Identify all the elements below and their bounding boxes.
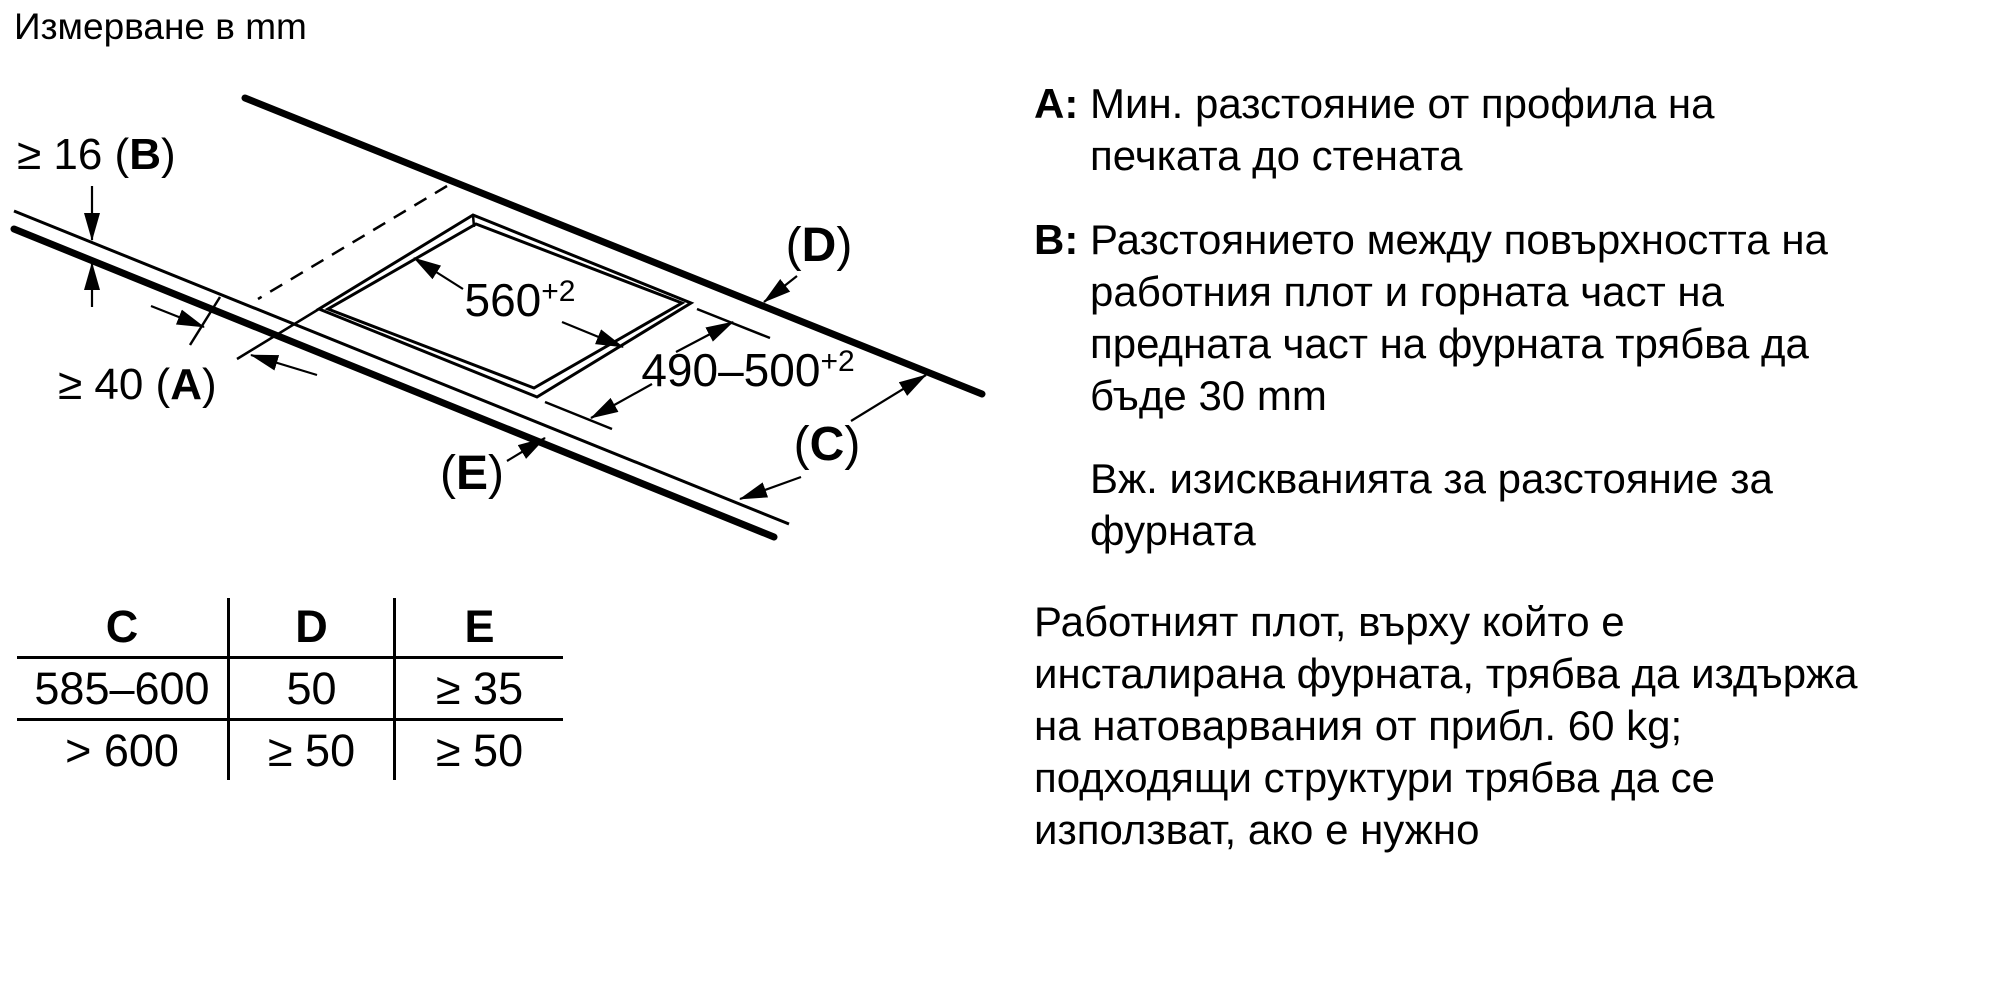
dim-depth-arrow-down bbox=[590, 383, 653, 419]
table-row: > 600 ≥ 50 ≥ 50 bbox=[17, 719, 563, 780]
note-load-line-2: инсталирана фурната, трябва да издържа bbox=[1034, 650, 1858, 697]
note-b-label: B: bbox=[1034, 216, 1079, 263]
dim-a-extension-line-left bbox=[188, 296, 222, 346]
dim-depth-arrow-up bbox=[675, 321, 734, 353]
table-header-d: D bbox=[228, 598, 396, 659]
note-load-capacity-body: Работният плот, върху който е инсталиран… bbox=[1034, 596, 1984, 856]
note-b-line-3: предната част на фурната трябва да bbox=[1090, 320, 1809, 367]
page-title: Измерване в mm bbox=[14, 6, 307, 47]
note-b: B: Разстоянието между повърхността на ра… bbox=[1034, 214, 1984, 422]
table-cell-d2: ≥ 50 bbox=[228, 719, 396, 780]
note-b-addendum-line-2: фурната bbox=[1090, 507, 1256, 554]
note-a-line-1: Мин. разстояние от профила на bbox=[1090, 80, 1715, 127]
note-b-addendum: Вж. изискванията за разстояние за фурнат… bbox=[1034, 453, 1984, 557]
dim-depth-extension-line-top bbox=[696, 307, 771, 340]
note-a-body: Мин. разстояние от профила на печката до… bbox=[1090, 78, 1984, 182]
worktop-front-top-edge bbox=[13, 209, 790, 526]
note-load-line-3: на натоварвания от прибл. 60 kg; bbox=[1034, 702, 1683, 749]
dim-width-arrow-right bbox=[561, 320, 624, 349]
worktop-front-bottom-edge bbox=[10, 225, 778, 541]
dim-b-text: ≥ 16 (B) bbox=[17, 130, 176, 179]
dim-a-extension-line-right bbox=[236, 307, 320, 361]
note-b-line-4: бъде 30 mm bbox=[1090, 372, 1327, 419]
table-cell-c1: 585–600 bbox=[17, 657, 230, 721]
table-header-row: C D E bbox=[17, 598, 563, 659]
wall-line bbox=[241, 94, 986, 398]
table-header-e: E bbox=[394, 598, 563, 659]
table-cell-e2: ≥ 50 bbox=[435, 724, 524, 776]
dim-width-text: 560+2 bbox=[465, 274, 576, 326]
note-load-capacity: Работният плот, върху който е инсталиран… bbox=[1034, 596, 1984, 856]
label-e-arrow bbox=[506, 437, 546, 462]
dim-width-arrow-left bbox=[413, 257, 464, 290]
label-e: (E) bbox=[440, 447, 504, 500]
note-b-line-2: работния плот и горната част на bbox=[1090, 268, 1724, 315]
note-b-body: Разстоянието между повърхността на работ… bbox=[1090, 214, 1984, 422]
table-header-c: C bbox=[17, 598, 230, 659]
dim-a-arrow-right bbox=[250, 353, 318, 377]
dim-a-text: ≥ 40 (A) bbox=[58, 360, 217, 409]
dim-depth-extension-line-bottom bbox=[544, 400, 613, 431]
dim-depth-text: 490–500+2 bbox=[641, 344, 854, 396]
dim-a-arrow-left bbox=[150, 304, 205, 329]
label-c: (C) bbox=[794, 418, 861, 471]
note-a-label: A: bbox=[1034, 80, 1079, 127]
label-d-arrow bbox=[763, 275, 798, 303]
note-a: A: Мин. разстояние от профила на печката… bbox=[1034, 78, 1984, 182]
table-row: 585–600 50 ≥ 35 bbox=[17, 657, 563, 721]
worktop-cutout-diagram: ≥ 16 (B) ≥ 40 (A) 560+2 490–500+2 (D) (C… bbox=[10, 94, 986, 541]
label-c-arrow-up bbox=[850, 374, 927, 422]
table-cell-c2: > 600 bbox=[17, 719, 230, 780]
cutout-inner-outline bbox=[324, 222, 686, 390]
dimension-table: C D E 585–600 50 ≥ 35 > 600 ≥ 50 ≥ 50 bbox=[17, 598, 563, 780]
label-d: (D) bbox=[786, 219, 853, 272]
note-load-line-4: подходящи структури трябва да се bbox=[1034, 754, 1715, 801]
table-cell-d1: 50 bbox=[228, 657, 396, 721]
cutout-corner-tick bbox=[471, 214, 476, 228]
note-a-line-2: печката до стената bbox=[1090, 132, 1463, 179]
note-load-line-1: Работният плот, върху който е bbox=[1034, 598, 1625, 645]
cutout-outer-outline bbox=[315, 213, 695, 399]
note-load-line-5: използват, ако е нужно bbox=[1034, 806, 1480, 853]
note-b-addendum-line-1: Вж. изискванията за разстояние за bbox=[1090, 455, 1773, 502]
label-c-arrow-down bbox=[739, 475, 802, 501]
table-cell-e1: ≥ 35 bbox=[394, 657, 563, 721]
note-b-line-1: Разстоянието между повърхността на bbox=[1090, 216, 1828, 263]
side-wall-dashed-line bbox=[257, 184, 448, 301]
note-b-addendum-body: Вж. изискванията за разстояние за фурнат… bbox=[1090, 453, 1984, 557]
